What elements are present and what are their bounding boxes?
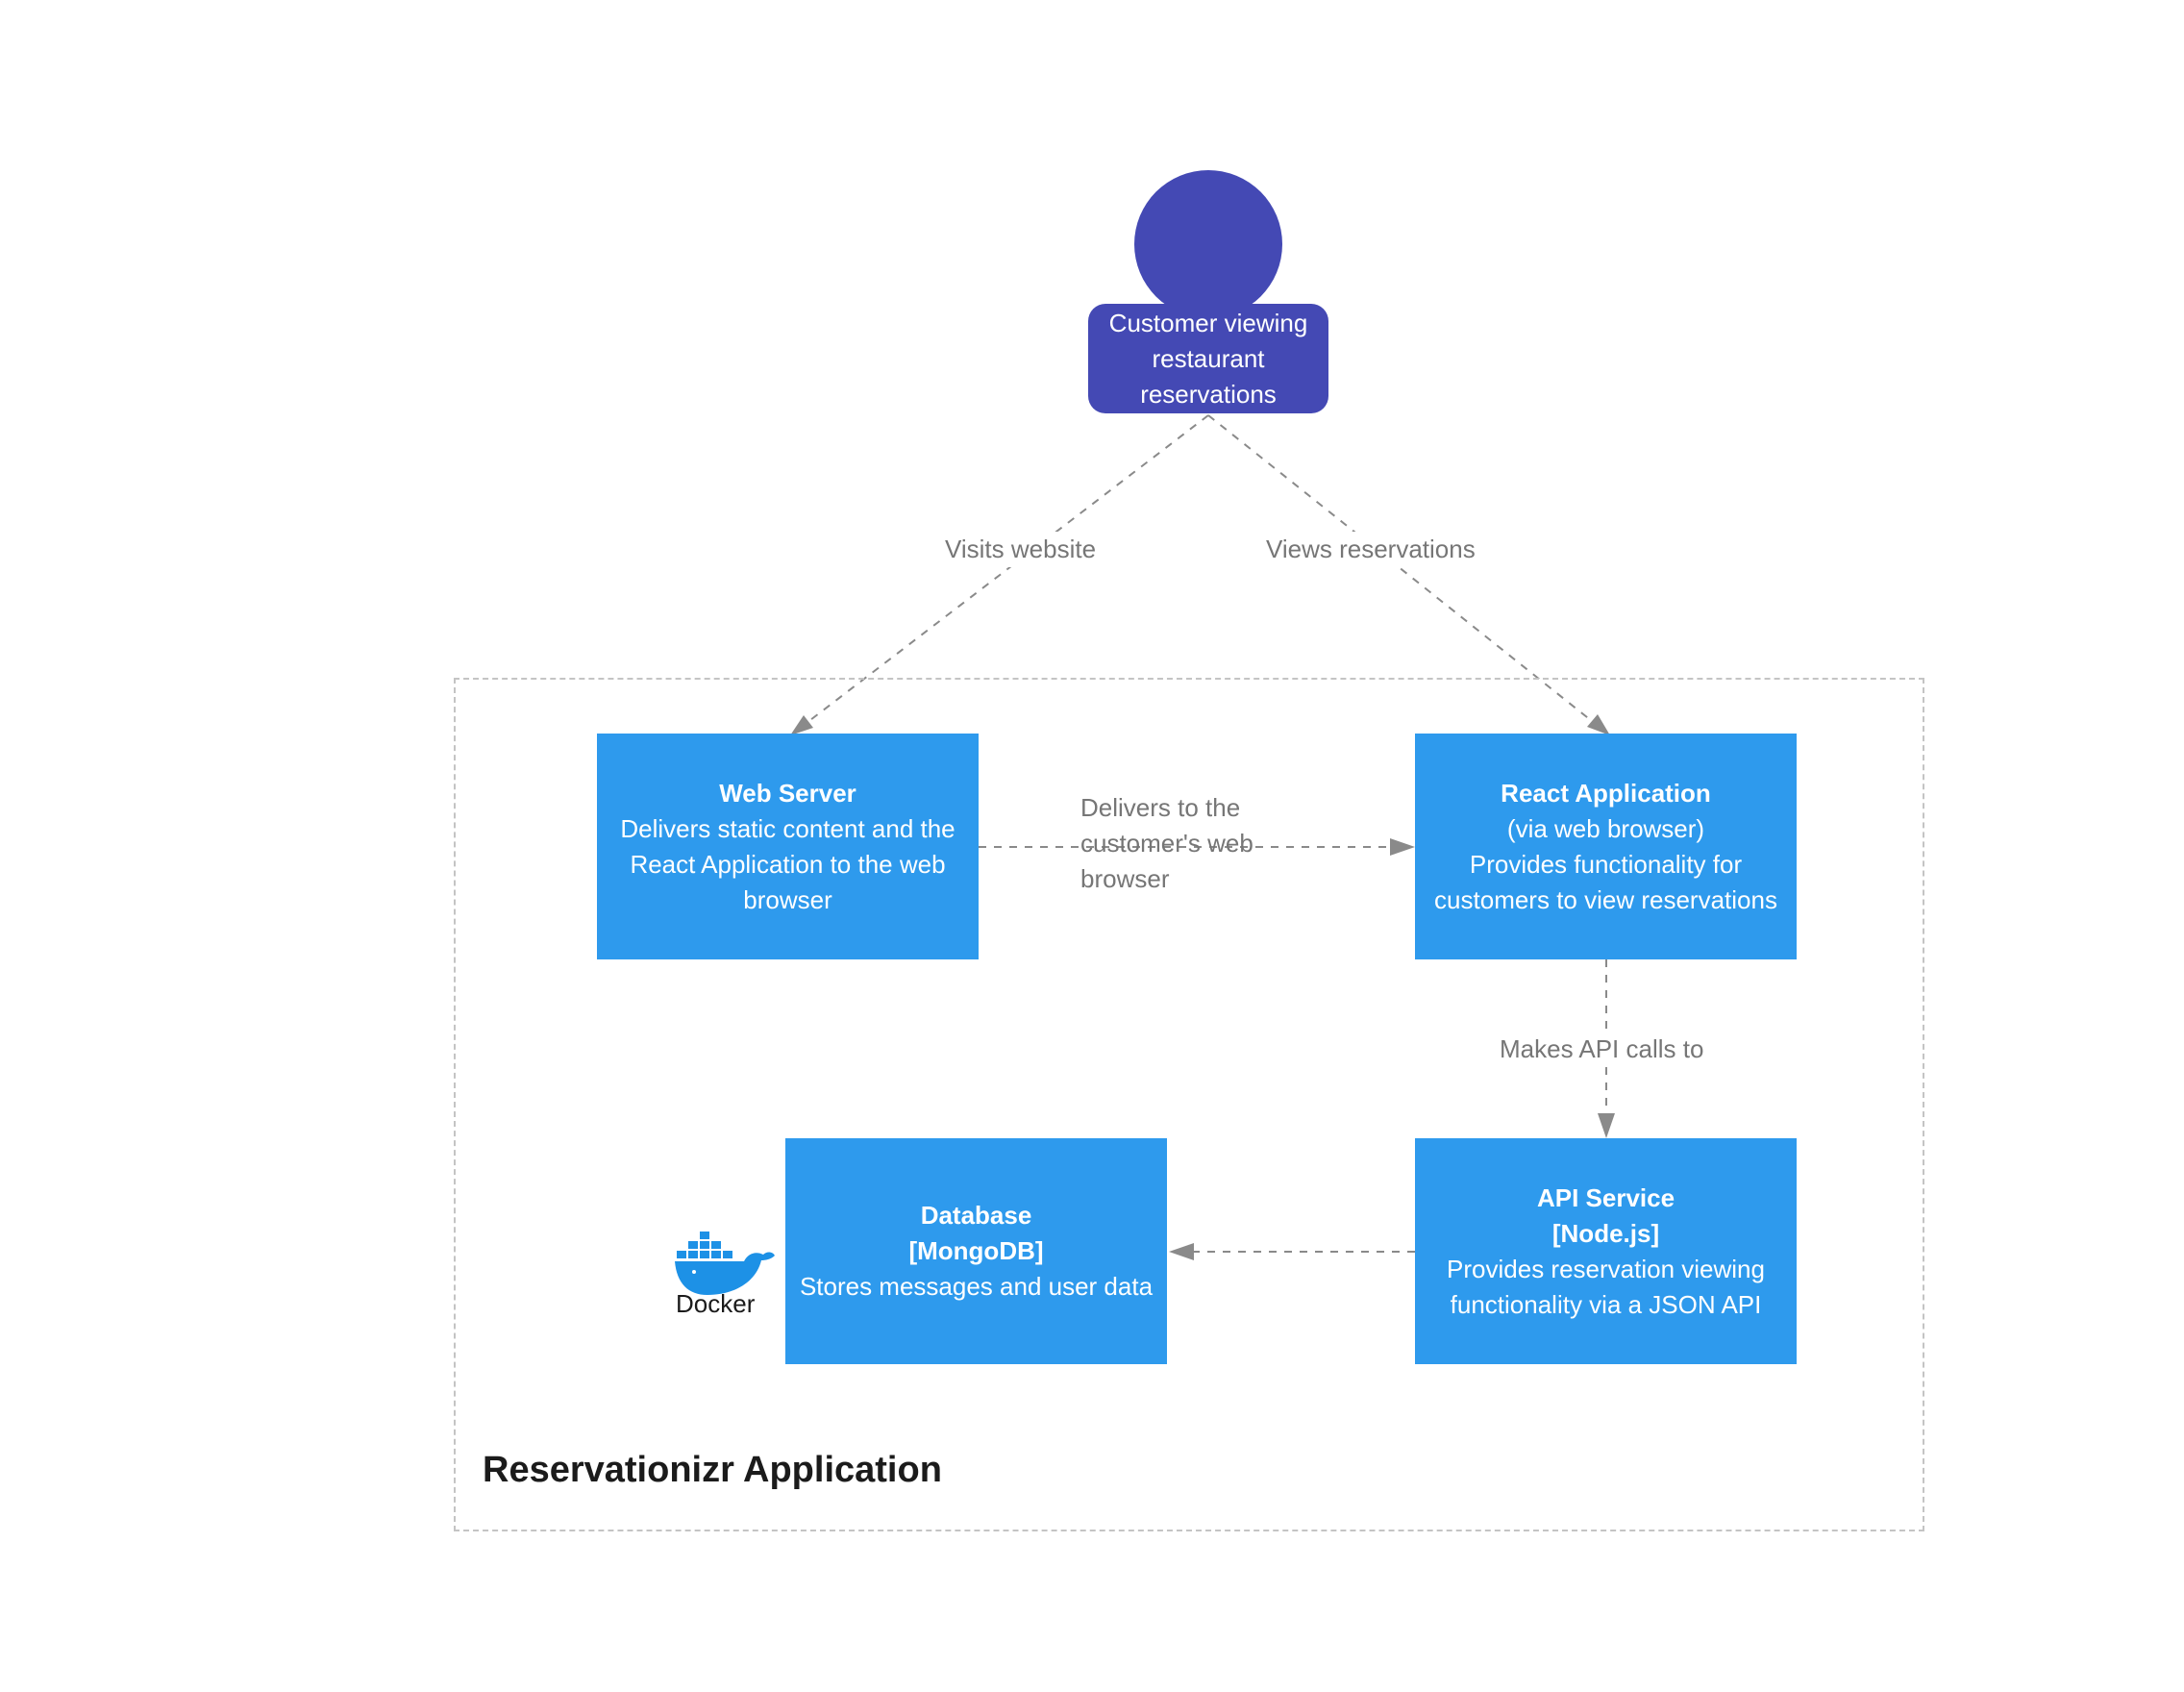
arrowhead-react-app bbox=[1587, 714, 1610, 735]
edge-visits-website bbox=[793, 414, 1209, 734]
system-boundary bbox=[454, 678, 1924, 1531]
arrowhead-database bbox=[1169, 1243, 1194, 1260]
react-app-description: Provides functionality for customers to … bbox=[1434, 849, 1777, 914]
web-server-description: Delivers static content and the React Ap… bbox=[620, 813, 956, 914]
react-app-subtitle: (via web browser) bbox=[1506, 813, 1705, 843]
person-label: Customer viewing restaurant reservations bbox=[1108, 308, 1308, 409]
docker-whale-icon bbox=[675, 1232, 775, 1295]
container-react-application[interactable]: React Application (via web browser) Prov… bbox=[1415, 734, 1797, 959]
react-app-title: React Application bbox=[1501, 778, 1711, 808]
container-database[interactable]: Database [MongoDB] Stores messages and u… bbox=[785, 1138, 1167, 1364]
api-service-description: Provides reservation viewing functionali… bbox=[1447, 1254, 1765, 1319]
edge-label-views-reservations: Views reservations bbox=[1266, 532, 1476, 567]
api-service-title: API Service bbox=[1536, 1182, 1675, 1212]
arrowhead-web-server bbox=[790, 715, 813, 735]
person-head bbox=[1134, 170, 1282, 318]
database-title: Database bbox=[920, 1201, 1032, 1230]
docker-label: Docker bbox=[676, 1289, 756, 1318]
container-web-server[interactable]: Web Server Delivers static content and t… bbox=[597, 734, 979, 959]
edge-label-delivers: Delivers to the customer's web browser bbox=[1080, 793, 1253, 893]
database-description: Stores messages and user data bbox=[799, 1272, 1154, 1301]
api-service-tech: [Node.js] bbox=[1551, 1218, 1660, 1248]
edge-label-visits-website: Visits website bbox=[945, 532, 1097, 567]
container-api-service[interactable]: API Service [Node.js] Provides reservati… bbox=[1415, 1138, 1797, 1364]
web-server-title: Web Server bbox=[719, 778, 856, 808]
boundary-title: Reservationizr Application bbox=[483, 1450, 942, 1490]
arrowhead-api-service bbox=[1598, 1113, 1615, 1138]
person-customer[interactable]: Customer viewing restaurant reservations bbox=[1088, 304, 1328, 413]
database-tech: [MongoDB] bbox=[908, 1236, 1044, 1265]
arrowhead-delivers bbox=[1390, 838, 1415, 856]
edge-label-api-calls: Makes API calls to bbox=[1500, 1032, 1704, 1067]
